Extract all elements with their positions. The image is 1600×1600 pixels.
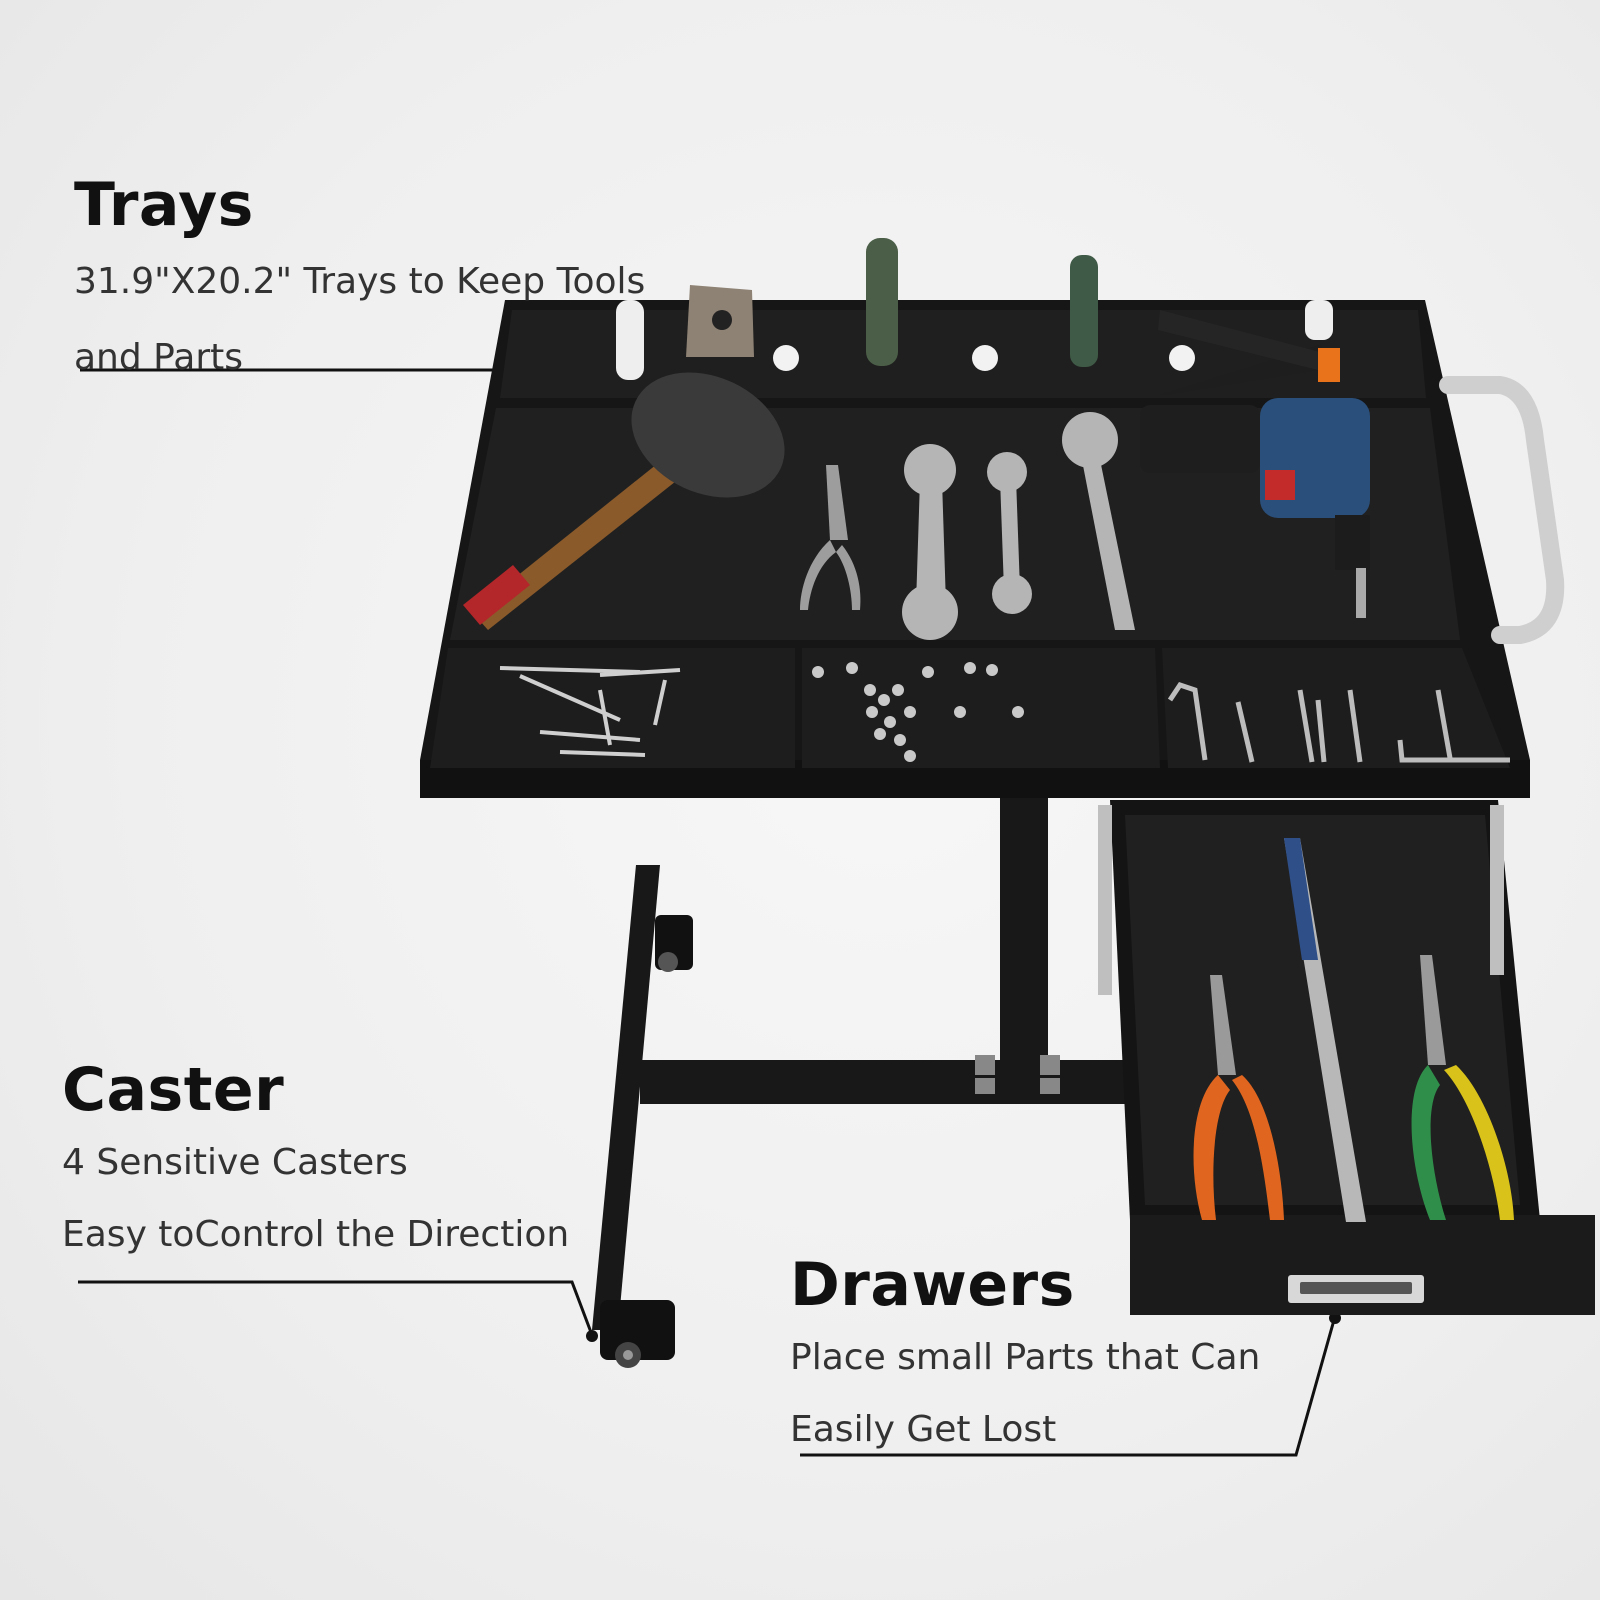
caster-lower: [600, 1300, 675, 1368]
rubber-mallet: [463, 372, 785, 630]
drawer-pliers-orange: [1193, 975, 1284, 1220]
rivets: [499, 666, 681, 757]
spring-clamp: [1158, 310, 1340, 395]
caster-desc-line2: Easy toControl the Direction: [62, 1214, 570, 1255]
nuts: [812, 662, 1024, 762]
trays-desc-line2: and Parts: [74, 337, 243, 378]
trays-desc-line1: 31.9"X20.2" Trays to Keep Tools: [74, 261, 646, 302]
drawers-title: Drawers: [790, 1250, 1075, 1320]
chrome-handle: [1439, 376, 1565, 644]
drawer-pliers-green: [1411, 955, 1514, 1220]
vise-plate: [686, 285, 754, 357]
drawer-rod: [1284, 838, 1366, 1222]
drawer: [1098, 800, 1595, 1315]
screwdriver-handles: [866, 238, 1098, 367]
drawers-desc-line1: Place small Parts that Can: [790, 1337, 1261, 1378]
cart-frame: [592, 795, 1130, 1330]
wrenches: [902, 412, 1135, 640]
trays-callout: Trays 31.9"X20.2" Trays to Keep Tools an…: [74, 175, 645, 387]
drawers-desc-line2: Easily Get Lost: [790, 1409, 1057, 1450]
caster-upper: [655, 915, 693, 972]
caster-desc-line1: 4 Sensitive Casters: [62, 1142, 408, 1183]
cordless-drill: [1140, 398, 1370, 618]
caster-callout: Caster 4 Sensitive Casters Easy toContro…: [62, 1060, 569, 1264]
pliers: [800, 465, 861, 610]
trays-title: Trays: [74, 170, 254, 240]
caster-title: Caster: [62, 1055, 285, 1125]
hex-keys-and-bits: [1167, 682, 1510, 763]
drawers-callout: Drawers Place small Parts that Can Easil…: [790, 1255, 1260, 1459]
caster-leader-line: [78, 1280, 598, 1342]
